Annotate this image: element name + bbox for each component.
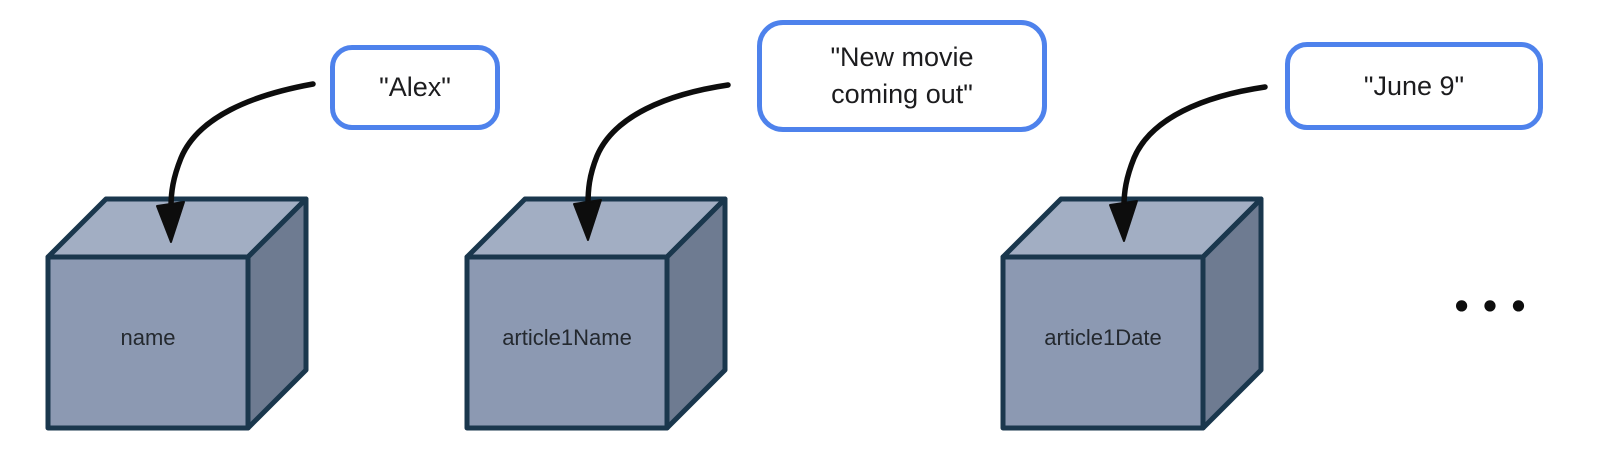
cube-label-article1date: article1Date	[1044, 325, 1162, 350]
cube-label-name: name	[120, 325, 176, 350]
arrow-head-icon	[573, 199, 602, 241]
cube-article1name	[464, 196, 728, 431]
value-bubble-text: "New movie coming out"	[830, 42, 974, 109]
cube-front-face	[45, 254, 251, 431]
value-bubble-alex: "Alex"	[330, 45, 500, 130]
value-bubble-newmovie: "New movie coming out"	[757, 20, 1047, 132]
value-bubble-text: "Alex"	[379, 72, 451, 102]
arrow-curve	[168, 81, 316, 210]
cube-name	[45, 196, 309, 431]
arrow-curve	[1121, 84, 1268, 209]
cube-article1date	[1000, 196, 1264, 431]
cube-label-article1name: article1Name	[502, 325, 632, 350]
cube-front-face	[1000, 254, 1206, 431]
arrow-newmovie-to-article1name	[573, 82, 731, 241]
arrow-head-icon	[1109, 200, 1138, 242]
ellipsis-more-variables: •••	[1451, 288, 1537, 326]
arrow-june9-to-article1date	[1109, 84, 1268, 242]
cube-front-face	[464, 254, 670, 431]
value-bubble-june9: "June 9"	[1285, 42, 1543, 130]
arrow-alex-to-name	[156, 81, 316, 243]
arrow-curve	[585, 82, 731, 208]
arrow-head-icon	[156, 201, 185, 243]
value-bubble-text: "June 9"	[1363, 70, 1465, 101]
